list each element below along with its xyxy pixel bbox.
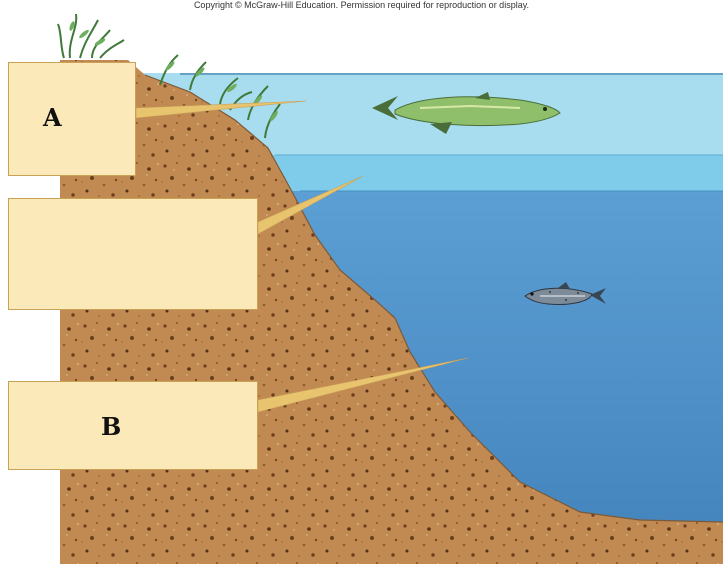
label-a-text: A	[43, 103, 62, 132]
label-box-bottom: B	[8, 381, 258, 470]
label-b-text: B	[101, 412, 121, 441]
label-box-top: A	[8, 62, 136, 176]
label-box-middle	[8, 198, 258, 310]
